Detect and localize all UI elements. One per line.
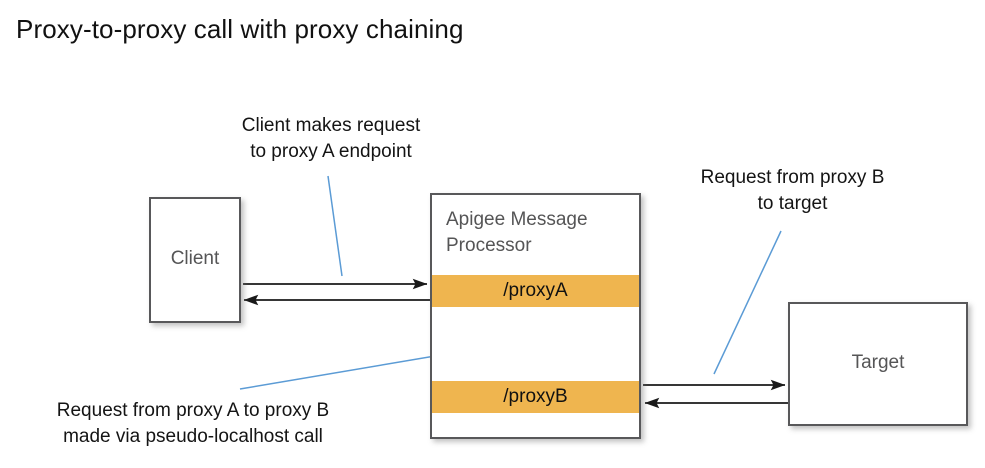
node-target-label: Target <box>851 352 905 373</box>
node-client-label: Client <box>170 248 220 269</box>
page-title: Proxy-to-proxy call with proxy chaining <box>16 14 464 44</box>
node-message-processor-title: Apigee Message Processor <box>446 209 588 256</box>
node-target[interactable]: Target <box>788 302 968 426</box>
node-message-processor[interactable]: Apigee Message Processor /proxyA /proxyB <box>430 193 641 439</box>
band-proxya[interactable]: /proxyA <box>432 275 639 307</box>
node-client[interactable]: Client <box>149 197 241 323</box>
band-proxyb[interactable]: /proxyB <box>432 381 639 413</box>
annotation-proxy-chaining: Request from proxy A to proxy B made via… <box>56 400 330 448</box>
leader-line-client-request <box>327 175 343 277</box>
leader-line-target-request <box>713 230 782 375</box>
annotation-client-request: Client makes request to proxy A endpoint <box>241 115 421 163</box>
annotation-target-request: Request from proxy B to target <box>700 167 885 215</box>
